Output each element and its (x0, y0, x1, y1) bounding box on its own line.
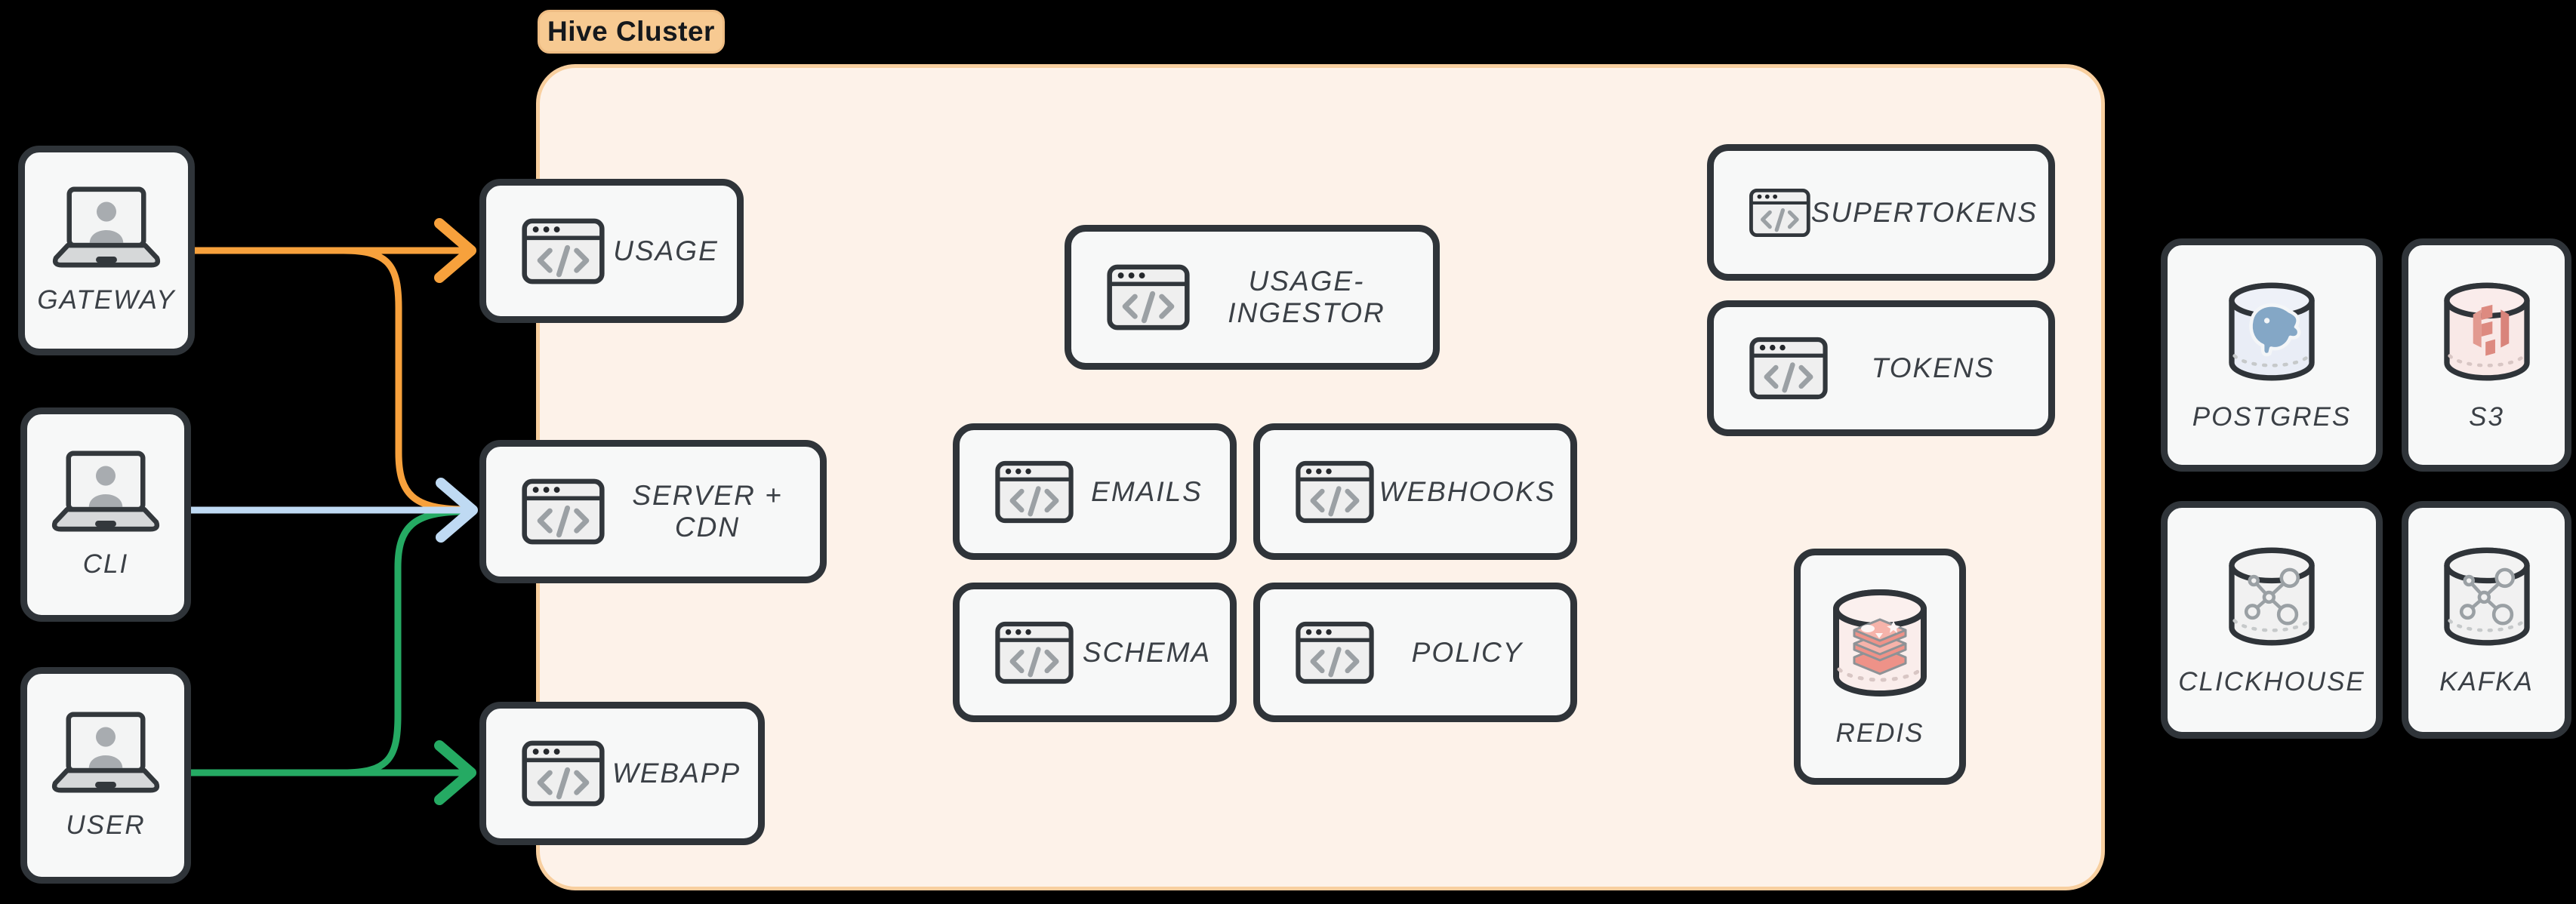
code-window-icon (1106, 263, 1191, 331)
datastore-label: POSTGRES (2192, 401, 2352, 432)
service-label: POLICY (1411, 636, 1524, 668)
datastore-label: REDIS (1835, 718, 1924, 748)
cluster-label: Hive Cluster (547, 16, 715, 47)
code-window-icon (1749, 336, 1829, 401)
datastore-label: CLICKHOUSE (2178, 666, 2365, 696)
service-label: TOKENS (1871, 352, 1995, 383)
code-window-icon (1749, 180, 1811, 245)
actor-label: USER (66, 810, 146, 840)
edge-user-webapp-arrowhead (434, 740, 476, 805)
service-label: USAGE (613, 235, 719, 266)
service-box-policy: POLICY (1253, 583, 1577, 722)
service-label: USAGE-INGESTOR (1228, 266, 1385, 328)
postgres-cylinder-icon (2223, 278, 2320, 386)
service-label: SERVER + CDN (632, 480, 783, 543)
code-window-icon (994, 620, 1074, 685)
cluster-label-pill: Hive Cluster (538, 10, 725, 54)
datastore-box-postgres: POSTGRES (2161, 238, 2383, 472)
actor-label: GATEWAY (37, 285, 176, 315)
edge-gateway-server-cdn (340, 247, 466, 513)
code-window-icon (1295, 620, 1375, 685)
actor-label: CLI (82, 549, 129, 579)
graph-cylinder-icon (2223, 543, 2320, 650)
service-label: EMAILS (1091, 475, 1203, 507)
datastore-box-redis: REDIS (1794, 549, 1966, 785)
service-box-supertokens: SUPERTOKENS (1707, 144, 2055, 281)
graph-cylinder-icon (2439, 543, 2535, 650)
service-label: WEBHOOKS (1379, 475, 1556, 507)
service-box-emails: EMAILS (953, 423, 1237, 560)
code-window-icon (521, 217, 605, 285)
service-box-schema: SCHEMA (953, 583, 1237, 722)
service-box-usage: USAGE (479, 179, 744, 323)
datastore-label: S3 (2469, 401, 2504, 432)
edge-gateway-usage-arrowhead (434, 218, 476, 283)
code-window-icon (994, 460, 1074, 524)
code-window-icon (1295, 460, 1375, 524)
redis-cylinder-icon (1827, 585, 1933, 702)
laptop-user-icon (47, 186, 166, 269)
actor-box-gateway: GATEWAY (18, 146, 195, 355)
datastore-label: KAFKA (2439, 666, 2534, 696)
actor-box-cli: CLI (20, 407, 191, 622)
service-box-webhooks: WEBHOOKS (1253, 423, 1577, 560)
service-box-tokens: TOKENS (1707, 300, 2055, 436)
code-window-icon (521, 739, 605, 807)
s3-cylinder-icon (2439, 278, 2535, 386)
datastore-box-s3: S3 (2402, 238, 2571, 472)
code-window-icon (521, 478, 605, 546)
service-label: SUPERTOKENS (1810, 196, 2038, 228)
laptop-user-icon (46, 711, 165, 794)
service-box-usage-ingestor: USAGE-INGESTOR (1065, 225, 1440, 370)
edge-cli-server-cdn-arrowhead (436, 478, 478, 543)
datastore-box-kafka: KAFKA (2402, 501, 2571, 739)
datastore-box-clickhouse: CLICKHOUSE (2161, 501, 2383, 739)
actor-box-user: USER (20, 667, 191, 884)
edge-user-server-cdn (340, 508, 466, 776)
service-label: WEBAPP (612, 758, 741, 789)
laptop-user-icon (46, 450, 165, 533)
service-box-server-cdn: SERVER + CDN (479, 440, 827, 583)
service-box-webapp: WEBAPP (479, 702, 765, 845)
service-label: SCHEMA (1082, 636, 1212, 668)
